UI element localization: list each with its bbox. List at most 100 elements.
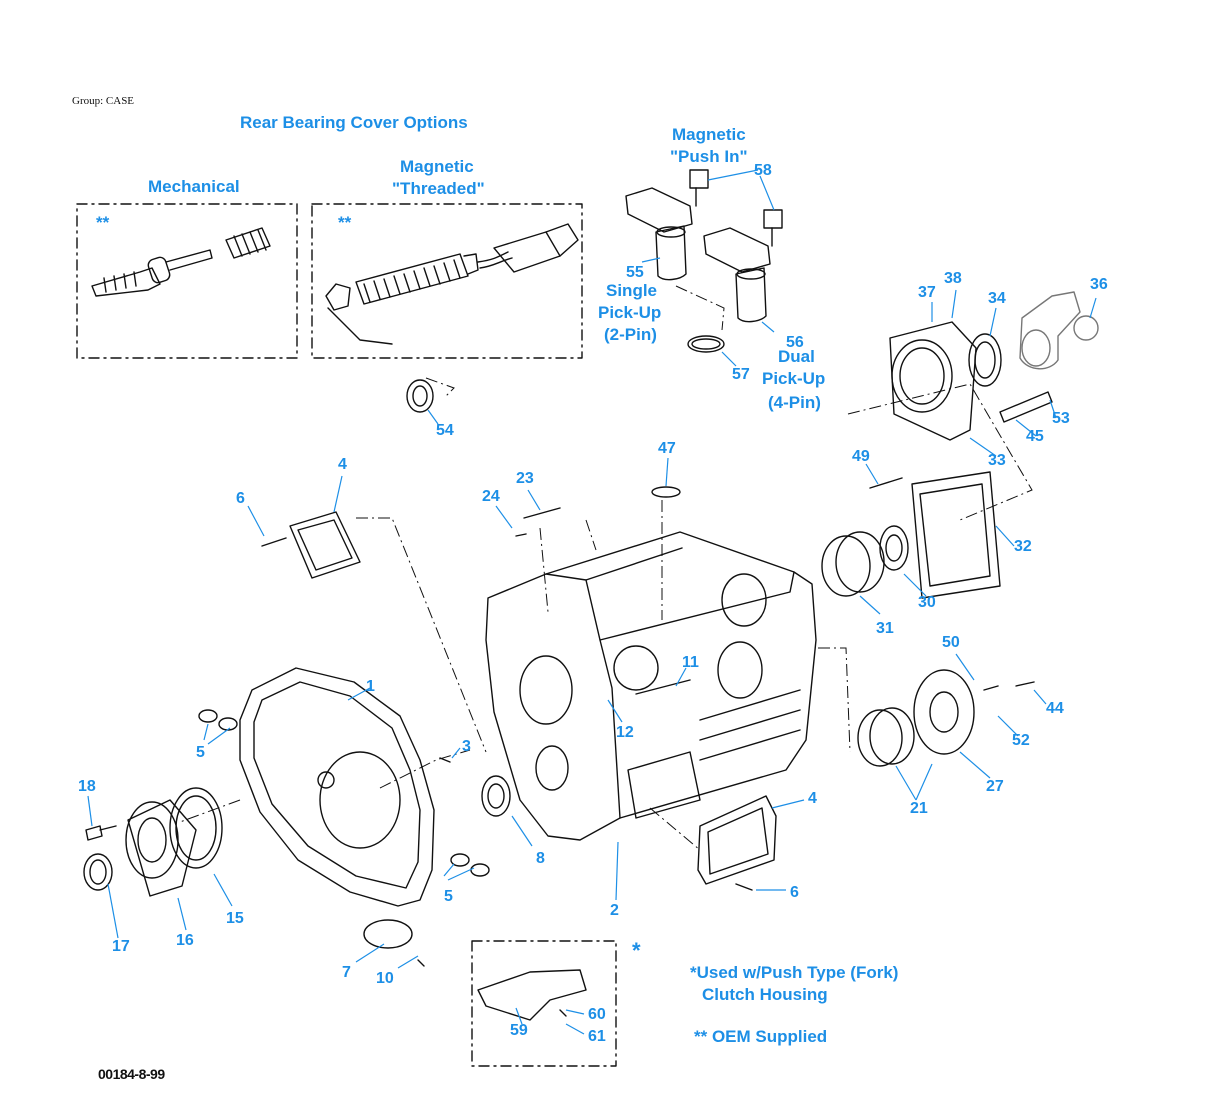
callout-17: 17 [112,938,130,955]
threaded-option-box [311,203,583,359]
callout-16: 16 [176,932,194,949]
single-pickup-label-3: (2-Pin) [604,325,657,344]
gear-30 [879,525,909,571]
magnetic-threaded-title-2: "Threaded" [392,179,485,198]
callout-45: 45 [1026,428,1044,445]
rear-bearing-cover-part [889,321,1002,441]
single-pickup-label-2: Pick-Up [598,303,662,322]
gasket-15 [169,787,223,869]
cover-27 [913,669,975,755]
callout-31: 31 [876,620,894,637]
magnetic-push-title-2: "Push In" [670,147,748,166]
magnetic-threaded-title-1: Magnetic [400,157,474,176]
callout-2: 2 [610,902,619,919]
callout-59: 59 [510,1022,528,1039]
callout-33: 33 [988,452,1006,469]
dowels-5-bottom [450,853,490,877]
callout-7: 7 [342,964,351,981]
callout-5-bottom: 5 [444,888,453,905]
callout-6-bottom: 6 [790,884,799,901]
bearing-31 [821,531,885,597]
callout-54: 54 [436,422,454,439]
callout-23: 23 [516,470,534,487]
mechanical-title: Mechanical [148,177,240,196]
used-with-note-2: Clutch Housing [702,985,828,1004]
callout-60: 60 [588,1006,606,1023]
mechanical-drive-part [91,227,271,297]
callout-12: 12 [616,724,634,741]
seal-54 [406,379,434,413]
bearing-21 [857,707,915,767]
transmission-case-part [485,486,817,841]
callout-30: 30 [918,594,936,611]
clutch-plate-option-box [471,940,617,1067]
phantom-lines [179,285,1033,851]
callout-50: 50 [942,634,960,651]
magnetic-push-title-1: Magnetic [672,125,746,144]
callout-8: 8 [536,850,545,867]
callout-18: 18 [78,778,96,795]
callout-10: 10 [376,970,394,987]
front-cover-16 [125,799,197,897]
callout-38: 38 [944,270,962,287]
pto-cover-4-top [289,511,361,579]
figure-id: 00184-8-99 [98,1066,165,1082]
callout-leaders [87,169,1097,1035]
callout-3: 3 [462,738,471,755]
dual-pickup-label-1: Dual [778,347,815,366]
callout-56: 56 [786,334,804,351]
callout-5-top: 5 [196,744,205,761]
threaded-sensor-part [325,223,579,345]
asterisk-mark: * [632,938,641,963]
pto-cover-32 [911,471,1001,599]
callout-37: 37 [918,284,936,301]
single-pickup-label-1: Single [606,281,658,300]
callout-6-top: 6 [236,490,245,507]
callout-58: 58 [754,162,772,179]
seal-17 [83,853,113,891]
callout-36: 36 [1090,276,1108,293]
callout-52: 52 [1012,732,1030,749]
callout-53: 53 [1052,410,1070,427]
callout-21: 21 [910,800,928,817]
callout-11: 11 [682,654,699,671]
cover-plate-7 [363,919,413,949]
callout-15: 15 [226,910,244,927]
mechanical-option-box [76,203,298,359]
bolt-18 [85,825,117,841]
o-ring-57 [687,335,725,353]
callout-47: 47 [658,440,676,457]
callout-49: 49 [852,448,870,465]
callout-57: 57 [732,366,750,383]
callout-27: 27 [986,778,1004,795]
oem-mark-mechanical: ** [96,213,110,232]
rear-bearing-cover-title: Rear Bearing Cover Options [240,113,468,132]
callout-4-top: 4 [338,456,347,473]
callout-34: 34 [988,290,1006,307]
callout-55: 55 [626,264,644,281]
dual-pickup-label-3: (4-Pin) [768,393,821,412]
clutch-housing-part [239,667,435,907]
plate-59 [477,969,587,1021]
bolts-small [261,477,1035,1017]
dual-pickup-sensor-part [703,209,783,323]
oem-mark-threaded: ** [338,213,352,232]
oem-supplied-note: ** OEM Supplied [694,1027,828,1046]
callout-32: 32 [1014,538,1032,555]
callout-1: 1 [366,678,375,695]
group-label: Group: CASE [72,95,135,107]
callout-24: 24 [482,488,500,505]
pto-cover-4-bottom [697,795,777,885]
callout-44: 44 [1046,700,1064,717]
speedo-sensor-53 [999,391,1053,423]
seal-8 [481,775,511,817]
dual-pickup-label-2: Pick-Up [762,369,826,388]
callout-61: 61 [588,1028,606,1045]
callout-4-bottom: 4 [808,790,817,807]
dowels-5-top [198,709,238,731]
used-with-note-1: *Used w/Push Type (Fork) [690,963,899,982]
single-pickup-sensor-part [625,169,709,281]
yoke-part-36 [1019,291,1099,370]
